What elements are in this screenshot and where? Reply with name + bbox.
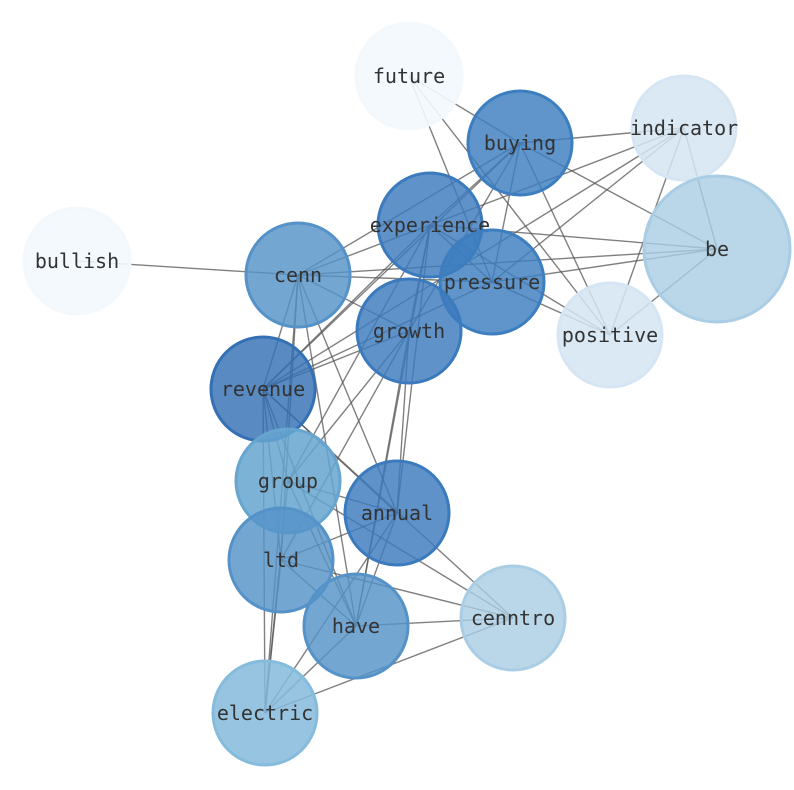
- node-label-future: future: [373, 64, 445, 88]
- edge-future-positive: [408, 75, 611, 336]
- node-circle-ltd: [227, 506, 335, 614]
- node-be: be: [642, 174, 792, 324]
- node-label-have: have: [332, 614, 380, 638]
- node-label-cenntro: cenntro: [471, 606, 555, 630]
- node-annual: annual: [343, 459, 451, 567]
- node-cenn: cenn: [244, 221, 352, 329]
- node-cenntro: cenntro: [459, 564, 567, 672]
- node-circle-bullish: [22, 206, 132, 316]
- node-have: have: [302, 572, 410, 680]
- node-electric: electric: [211, 659, 319, 767]
- node-circle-positive: [556, 281, 664, 389]
- node-future: future: [354, 21, 464, 131]
- node-label-be: be: [705, 237, 729, 261]
- node-revenue: revenue: [209, 335, 317, 443]
- node-circle-electric: [211, 659, 319, 767]
- node-label-group: group: [258, 469, 318, 493]
- node-circle-annual: [343, 459, 451, 567]
- node-label-indicator: indicator: [630, 116, 738, 140]
- node-ltd: ltd: [227, 506, 335, 614]
- node-circle-indicator: [630, 74, 738, 182]
- node-label-annual: annual: [361, 501, 433, 525]
- node-label-bullish: bullish: [35, 249, 119, 273]
- node-label-experience: experience: [370, 213, 490, 237]
- node-circle-be: [642, 174, 792, 324]
- node-circle-pressure: [438, 228, 546, 336]
- node-label-electric: electric: [217, 701, 313, 725]
- node-group: group: [234, 427, 342, 535]
- node-label-growth: growth: [373, 319, 445, 343]
- node-layer: future buying indicator be bullish experience…: [22, 21, 792, 767]
- node-bullish: bullish: [22, 206, 132, 316]
- node-circle-have: [302, 572, 410, 680]
- node-label-buying: buying: [484, 131, 556, 155]
- node-buying: buying: [466, 89, 574, 197]
- node-positive: positive: [556, 281, 664, 389]
- node-label-ltd: ltd: [263, 548, 299, 572]
- node-pressure: pressure: [438, 228, 546, 336]
- node-label-cenn: cenn: [274, 263, 322, 287]
- node-circle-cenn: [244, 221, 352, 329]
- node-label-pressure: pressure: [444, 270, 540, 294]
- node-circle-future: [354, 21, 464, 131]
- node-label-revenue: revenue: [221, 377, 305, 401]
- edge-buying-revenue: [262, 142, 521, 390]
- node-growth: growth: [355, 277, 463, 385]
- node-circle-cenntro: [459, 564, 567, 672]
- node-circle-growth: [355, 277, 463, 385]
- node-label-positive: positive: [562, 323, 658, 347]
- node-indicator: indicator: [630, 74, 738, 182]
- node-circle-buying: [466, 89, 574, 197]
